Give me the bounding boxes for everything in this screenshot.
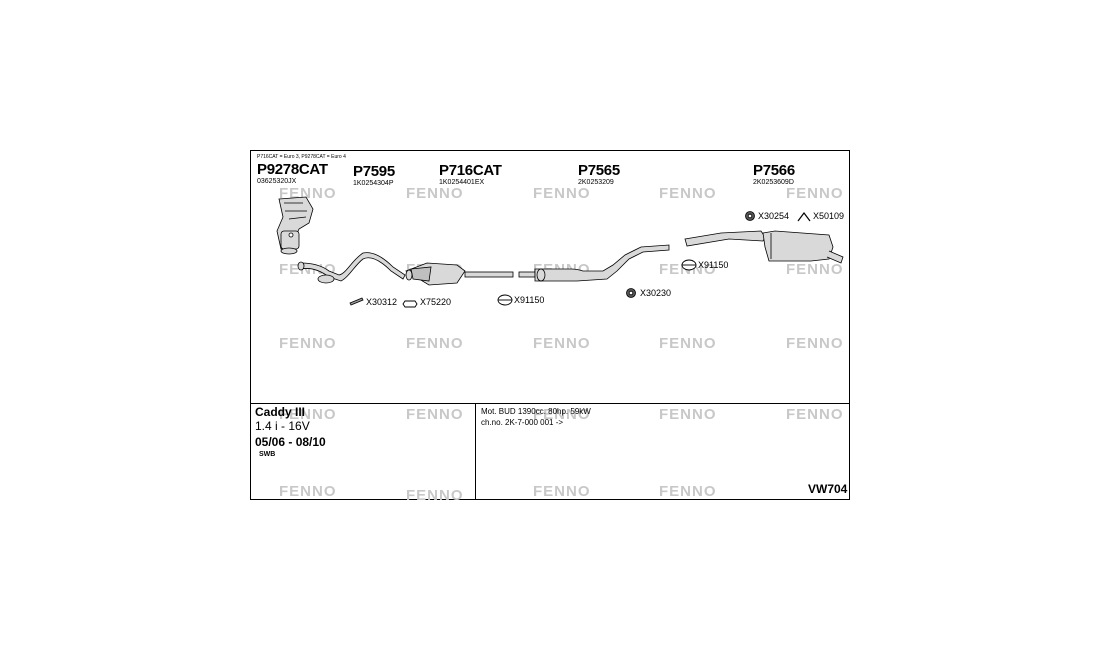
- diagram-code: VW704: [808, 482, 848, 496]
- engine-spec: Mot. BUD 1390cc. 80hp. 59kW: [481, 407, 591, 416]
- accessory-code-x30312[interactable]: X30312: [366, 297, 398, 307]
- oem-number: 1K0254304P: [353, 180, 394, 187]
- watermark: FENNO: [406, 335, 464, 352]
- oem-number: 1K0254401EX: [439, 179, 485, 186]
- watermark: FENNO: [533, 406, 591, 423]
- middle-silencer-drawing[interactable]: [518, 244, 670, 282]
- part-number-p7595[interactable]: P7595: [353, 163, 395, 180]
- rubber-mount-icon: [745, 211, 755, 221]
- watermark: FENNO: [533, 185, 591, 202]
- manifold-catalyst-drawing[interactable]: [276, 196, 314, 255]
- watermark: FENNO: [659, 406, 717, 423]
- oem-number: 2K0253209: [578, 179, 614, 186]
- watermark: FENNO: [406, 406, 464, 423]
- watermark: FENNO: [406, 487, 464, 504]
- bolt-icon: [349, 297, 364, 306]
- clamp-icon: [497, 294, 513, 306]
- watermark: FENNO: [279, 483, 337, 500]
- watermark: FENNO: [786, 335, 844, 352]
- watermark: FENNO: [786, 185, 844, 202]
- accessory-code-x30254[interactable]: X30254: [758, 211, 790, 221]
- clamp-icon: [681, 259, 697, 271]
- exhaust-system-drawing: [276, 196, 844, 308]
- catalyst-drawing[interactable]: [405, 262, 514, 286]
- accessory-code-x91150[interactable]: X91150: [698, 260, 729, 270]
- vehicle-engine: 1.4 i - 16V: [255, 419, 310, 433]
- accessory-code-x75220[interactable]: X75220: [420, 297, 452, 307]
- chassis-number: ch.no. 2K-7-000 001 ->: [481, 418, 564, 427]
- watermark: FENNO: [659, 185, 717, 202]
- watermark: FENNO: [533, 483, 591, 500]
- table-divider: [251, 403, 849, 404]
- part-number-p716cat[interactable]: P716CAT: [439, 162, 502, 179]
- accessory-code-x50109[interactable]: X50109: [813, 211, 845, 221]
- watermark: FENNO: [659, 335, 717, 352]
- rear-silencer-drawing[interactable]: [684, 230, 844, 264]
- oem-number: 03625320JX: [257, 178, 297, 185]
- vehicle-body-type: SWB: [259, 451, 276, 458]
- watermark: FENNO: [279, 335, 337, 352]
- vehicle-model: Caddy III: [255, 405, 306, 419]
- watermark: FENNO: [533, 335, 591, 352]
- accessory-code-x91150[interactable]: X91150: [514, 295, 545, 305]
- oem-number: 2K0253609D: [753, 179, 794, 186]
- rubber-mount-icon: [626, 288, 636, 298]
- table-divider: [475, 403, 476, 499]
- watermark: FENNO: [659, 483, 717, 500]
- watermark: FENNO: [279, 406, 337, 423]
- watermark: FENNO: [279, 261, 337, 278]
- accessory-code-x30230[interactable]: X30230: [640, 288, 672, 298]
- watermark: FENNO: [406, 185, 464, 202]
- part-number-p7566[interactable]: P7566: [753, 162, 795, 179]
- euro-norm-note: P716CAT = Euro 3, P9278CAT = Euro 4: [257, 154, 346, 160]
- exhaust-diagram-sheet: FENNO FENNO FENNO FENNO FENNO FENNO FENN…: [250, 150, 850, 504]
- bracket-icon: [797, 212, 811, 222]
- watermark: FENNO: [786, 261, 844, 278]
- gasket-icon: [402, 300, 418, 308]
- part-number-p9278cat[interactable]: P9278CAT: [257, 161, 328, 178]
- part-number-p7565[interactable]: P7565: [578, 162, 620, 179]
- vehicle-years: 05/06 - 08/10: [255, 435, 326, 449]
- front-pipe-drawing[interactable]: [297, 252, 406, 284]
- watermark: FENNO: [786, 406, 844, 423]
